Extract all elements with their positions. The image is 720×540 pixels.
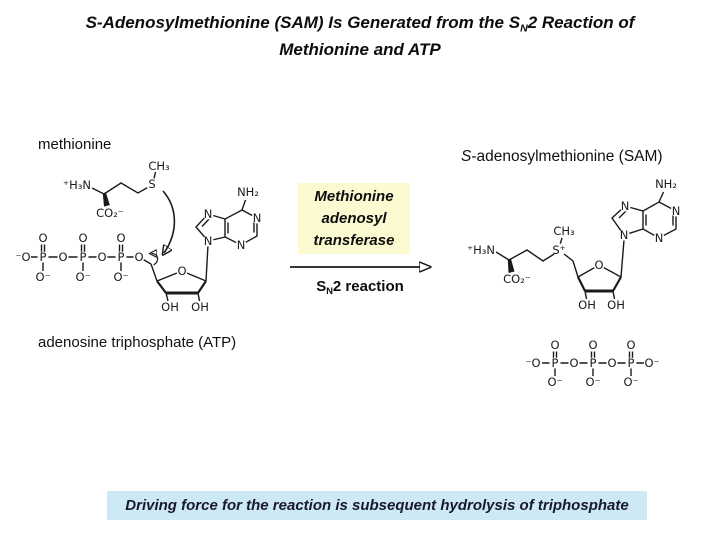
atom-label: O⁻ — [75, 270, 90, 284]
atom-mask — [587, 357, 599, 369]
atom-label: P — [40, 250, 47, 264]
atom-label: O⁻ — [623, 375, 638, 389]
atom-mask — [251, 212, 263, 224]
atom-mask — [176, 265, 188, 277]
atom-mask — [235, 239, 247, 251]
atom-label: ⁻O — [15, 250, 30, 264]
atom-label: P — [80, 250, 87, 264]
atom-label: O⁻ — [585, 375, 600, 389]
atom-label: NH₂ — [237, 185, 259, 199]
atom-label: P — [628, 356, 635, 370]
sam-label: S-adenosylmethionine (SAM) — [461, 148, 663, 165]
atom-label: O — [38, 231, 47, 245]
atom-mask — [625, 357, 637, 369]
atom-label: O⁻ — [644, 356, 659, 370]
atom-label: N — [237, 238, 246, 252]
sn2-reaction-label: SN2 reaction — [316, 278, 404, 296]
atp-label: adenosine triphosphate (ATP) — [38, 334, 237, 351]
atom-mask — [670, 205, 682, 217]
atom-mask — [202, 208, 214, 220]
atom-label: CH₃ — [553, 224, 575, 238]
atom-mask — [593, 259, 605, 271]
atom-mask — [37, 251, 49, 263]
atom-label: O — [58, 250, 67, 264]
atom-label: S⁺ — [552, 243, 565, 257]
atom-label: N — [204, 234, 213, 248]
atom-label: ⁺H₃N — [467, 243, 495, 257]
atom-label: OH — [191, 300, 209, 314]
atom-label: N — [620, 228, 629, 242]
methionine-label: methionine — [38, 136, 112, 153]
atom-label: P — [118, 250, 125, 264]
atom-label: ⁻O — [525, 356, 540, 370]
enzyme-name-line: transferase — [313, 231, 395, 249]
atom-label: O — [594, 258, 603, 272]
atom-label: S — [148, 177, 155, 191]
atom-label: OH — [607, 298, 625, 312]
atom-label: O — [116, 231, 125, 245]
enzyme-name-line: adenosyl — [321, 209, 387, 227]
atom-mask — [619, 200, 631, 212]
atom-mask — [568, 357, 580, 369]
atom-label: P — [590, 356, 597, 370]
atom-label: OH — [161, 300, 179, 314]
atom-label: O — [134, 250, 143, 264]
atom-mask — [653, 232, 665, 244]
atom-mask — [77, 251, 89, 263]
atom-mask — [618, 229, 630, 241]
atom-mask — [115, 251, 127, 263]
atom-mask — [96, 251, 108, 263]
atom-label: O — [97, 250, 106, 264]
title-line-2: Methionine and ATP — [279, 40, 441, 60]
atom-label: P — [552, 356, 559, 370]
atom-label: ⁺H₃N — [63, 178, 91, 192]
atom-label: N — [621, 199, 630, 213]
footer-note: Driving force for the reaction is subseq… — [107, 491, 647, 520]
atom-label: CO₂⁻ — [503, 272, 531, 286]
atom-label: NH₂ — [655, 177, 677, 191]
atom-label: OH — [578, 298, 596, 312]
reaction-arrow — [290, 258, 440, 276]
atom-label: N — [655, 231, 664, 245]
atom-label: CH₃ — [148, 159, 170, 173]
atom-label: O — [177, 264, 186, 278]
atom-mask — [57, 251, 69, 263]
atom-label: O⁻ — [35, 270, 50, 284]
atom-label: N — [672, 204, 681, 218]
atom-mask — [549, 357, 561, 369]
atom-mask — [606, 357, 618, 369]
atom-label: O — [550, 338, 559, 352]
atom-label: CO₂⁻ — [96, 206, 124, 220]
enzyme-box: Methionine adenosyl transferase — [298, 183, 410, 254]
slide-title: S-Adenosylmethionine (SAM) Is Generated … — [0, 12, 720, 61]
atom-label: O — [78, 231, 87, 245]
atom-label: O⁻ — [113, 270, 128, 284]
atom-label: O⁻ — [547, 375, 562, 389]
atom-label: O — [588, 338, 597, 352]
atom-mask — [146, 178, 158, 190]
atom-mask — [133, 251, 145, 263]
atom-label: O — [569, 356, 578, 370]
atom-mask — [202, 235, 214, 247]
atom-mask — [552, 243, 566, 257]
atom-label: N — [204, 207, 213, 221]
atom-label: N — [253, 211, 262, 225]
atom-label: O — [626, 338, 635, 352]
title-line-1: S-Adenosylmethionine (SAM) Is Generated … — [85, 13, 635, 35]
enzyme-name-line: Methionine — [314, 187, 394, 205]
atom-label: O — [607, 356, 616, 370]
